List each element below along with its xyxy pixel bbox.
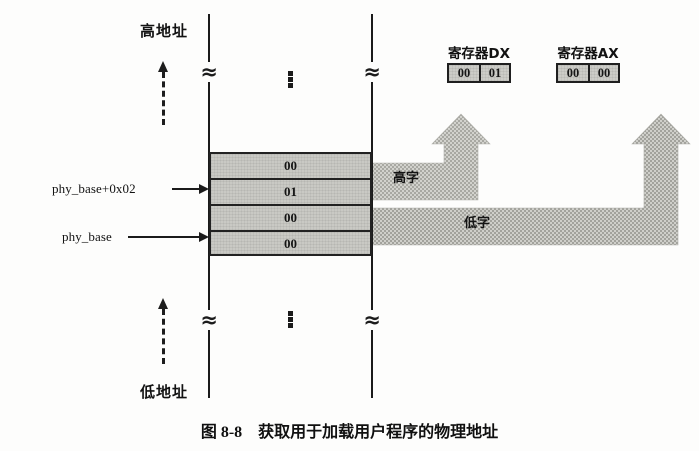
figure-caption: 图 8-8 获取用于加载用户程序的物理地址 (0, 418, 699, 442)
memory-cell-value: 00 (284, 158, 297, 173)
memory-ellipsis-lower (288, 311, 293, 328)
flow-label-low-word: 低字 (464, 216, 491, 231)
flow-arrows-group (369, 113, 691, 246)
pointer-head-phy-base (199, 232, 209, 242)
memory-cell[interactable]: 01 (211, 180, 370, 206)
high-address-arrow-head (158, 61, 168, 72)
pointer-label-phy-base-offset: phy_base+0x02 (52, 181, 136, 196)
low-address-arrow-shaft (162, 309, 165, 364)
memory-block: 00 01 00 00 (209, 152, 372, 256)
memory-cell[interactable]: 00 (211, 206, 370, 232)
register-title-dx: 寄存器DX (447, 46, 511, 62)
register-dx-low-byte: 01 (479, 65, 509, 81)
high-address-label: 高地址 (140, 22, 189, 40)
register-dx-high-byte: 00 (457, 65, 471, 80)
high-address-arrow-shaft (162, 72, 165, 125)
memory-ellipsis-upper (288, 71, 293, 88)
register-box-dx[interactable]: 00 01 (447, 63, 511, 83)
pointer-line-phy-base (128, 236, 200, 238)
memory-cell-value: 01 (284, 184, 297, 199)
flow-arrow-high-word (369, 113, 491, 201)
axis-break-upper-right: ≈ (361, 62, 383, 83)
pointer-label-phy-base: phy_base (62, 229, 112, 244)
memory-cell-value: 00 (284, 210, 297, 225)
pointer-head-phy-base-offset (199, 184, 209, 194)
figure-caption-number: 图 8-8 (200, 424, 243, 441)
pointer-line-phy-base-offset (172, 188, 200, 190)
flow-arrow-low-word (369, 113, 691, 246)
memory-cell[interactable]: 00 (211, 154, 370, 180)
axis-break-upper-left: ≈ (198, 62, 220, 83)
low-address-arrow-head (158, 298, 168, 309)
register-ax-high-byte: 00 (566, 65, 580, 80)
memory-cell[interactable]: 00 (211, 232, 370, 256)
register-ax-low-byte: 00 (588, 65, 618, 81)
axis-break-lower-right: ≈ (361, 310, 383, 331)
memory-cell-value: 00 (284, 236, 297, 251)
address-axis-line-right (371, 14, 373, 398)
figure-caption-text: 获取用于加载用户程序的物理地址 (258, 422, 499, 441)
register-title-ax: 寄存器AX (557, 46, 619, 62)
axis-break-lower-left: ≈ (198, 310, 220, 331)
low-address-label: 低地址 (140, 383, 189, 401)
flow-label-high-word: 高字 (393, 171, 420, 186)
register-box-ax[interactable]: 00 00 (556, 63, 620, 83)
